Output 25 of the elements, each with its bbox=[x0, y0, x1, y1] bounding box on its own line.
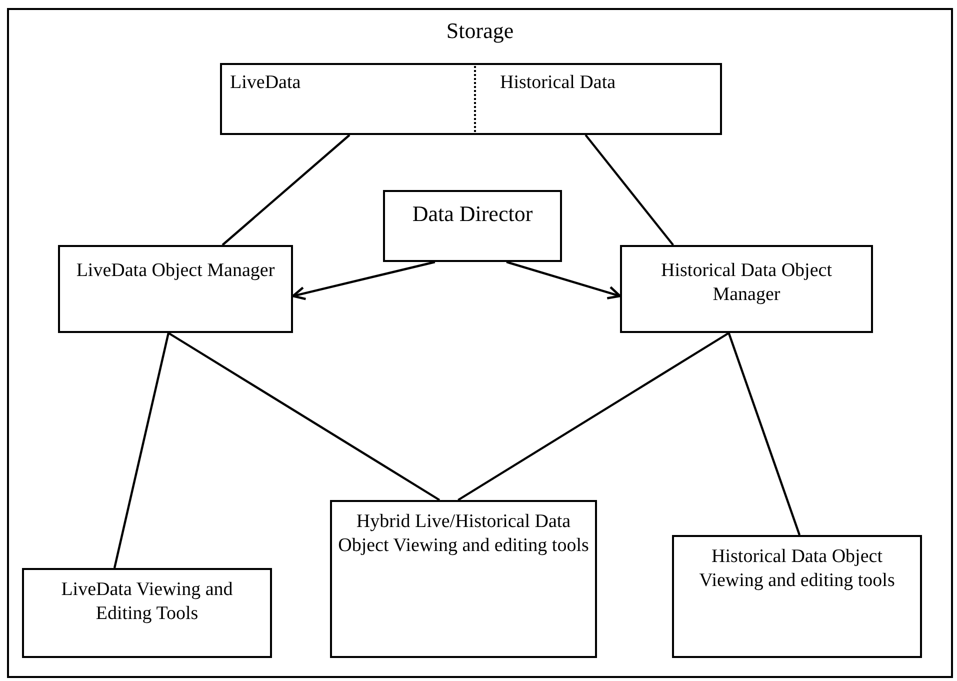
connector-line bbox=[113, 332, 170, 568]
node-label: LiveData Object Manager bbox=[75, 259, 276, 283]
component-box bbox=[672, 535, 922, 658]
connector-line bbox=[584, 134, 674, 246]
storage-cell bbox=[474, 63, 722, 135]
connector-line bbox=[728, 332, 801, 536]
storage-cell bbox=[220, 63, 474, 135]
component-box bbox=[330, 500, 597, 658]
connector-line bbox=[458, 332, 730, 501]
connector-line bbox=[168, 332, 440, 501]
connector-line bbox=[222, 134, 350, 246]
node-label: LiveData bbox=[230, 71, 302, 95]
node-label: Historical Data Object Viewing and editing tools bbox=[698, 545, 896, 592]
diagram-title: Storage bbox=[445, 17, 515, 45]
component-box bbox=[58, 245, 293, 333]
node-label: Hybrid Live/Historical Data Object Viewing and editing tools bbox=[337, 510, 590, 558]
component-box bbox=[22, 568, 272, 658]
component-box bbox=[383, 190, 562, 262]
node-label: Historical Data bbox=[500, 71, 617, 95]
component-box bbox=[620, 245, 873, 333]
node-label: Historical Data Object Manager bbox=[660, 259, 833, 306]
node-label: LiveData Viewing and Editing Tools bbox=[60, 578, 234, 626]
arrow bbox=[292, 260, 436, 300]
node-label: Data Director bbox=[411, 200, 534, 228]
arrow bbox=[506, 260, 622, 300]
